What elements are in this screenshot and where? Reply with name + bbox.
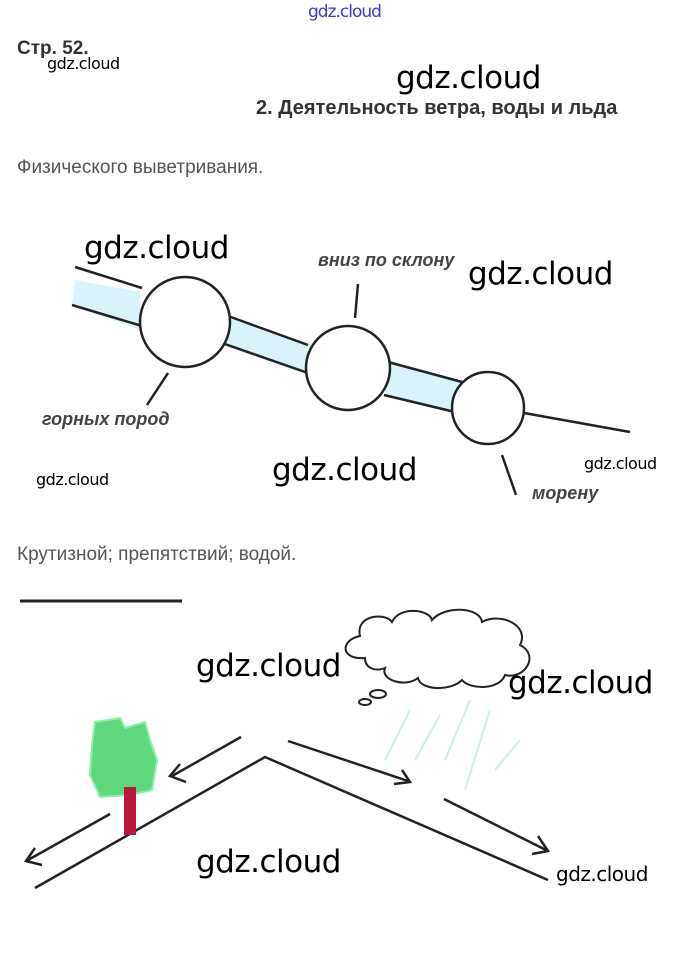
- water-stream: [222, 316, 308, 375]
- tree-icon: [88, 716, 159, 835]
- label-down-slope: вниз по склону: [318, 250, 455, 270]
- watermark: gdz.cloud: [584, 454, 657, 473]
- boulder: [138, 275, 232, 369]
- watermark: gdz.cloud: [47, 54, 120, 73]
- label-moraine: морену: [532, 483, 599, 503]
- watermark: gdz.cloud: [84, 230, 229, 266]
- slope-diagram: [71, 265, 631, 496]
- watermark: gdz.cloud: [556, 862, 648, 886]
- cloud-icon: [344, 608, 531, 689]
- water-stream: [72, 280, 140, 330]
- boulder: [450, 370, 526, 446]
- watermark: gdz.cloud: [272, 452, 417, 488]
- watermark: gdz.cloud: [36, 470, 109, 489]
- boulder: [304, 324, 392, 412]
- page-reference: Стр. 52.: [17, 38, 89, 59]
- answer-2: Крутизной; препятствий; водой.: [17, 544, 297, 565]
- section-title: 2. Деятельность ветра, воды и льда: [256, 97, 618, 119]
- watermark: gdz.cloud: [468, 256, 613, 292]
- label-rocks: горных пород: [42, 409, 170, 429]
- watermark: gdz.cloud: [196, 844, 341, 880]
- watermark: gdz.cloud: [196, 648, 341, 684]
- top-watermark-link[interactable]: gdz.cloud: [308, 2, 382, 22]
- rain-diagram: [23, 608, 551, 890]
- watermark: gdz.cloud: [396, 60, 541, 96]
- watermark: gdz.cloud: [508, 665, 653, 701]
- answer-1: Физического выветривания.: [17, 157, 264, 178]
